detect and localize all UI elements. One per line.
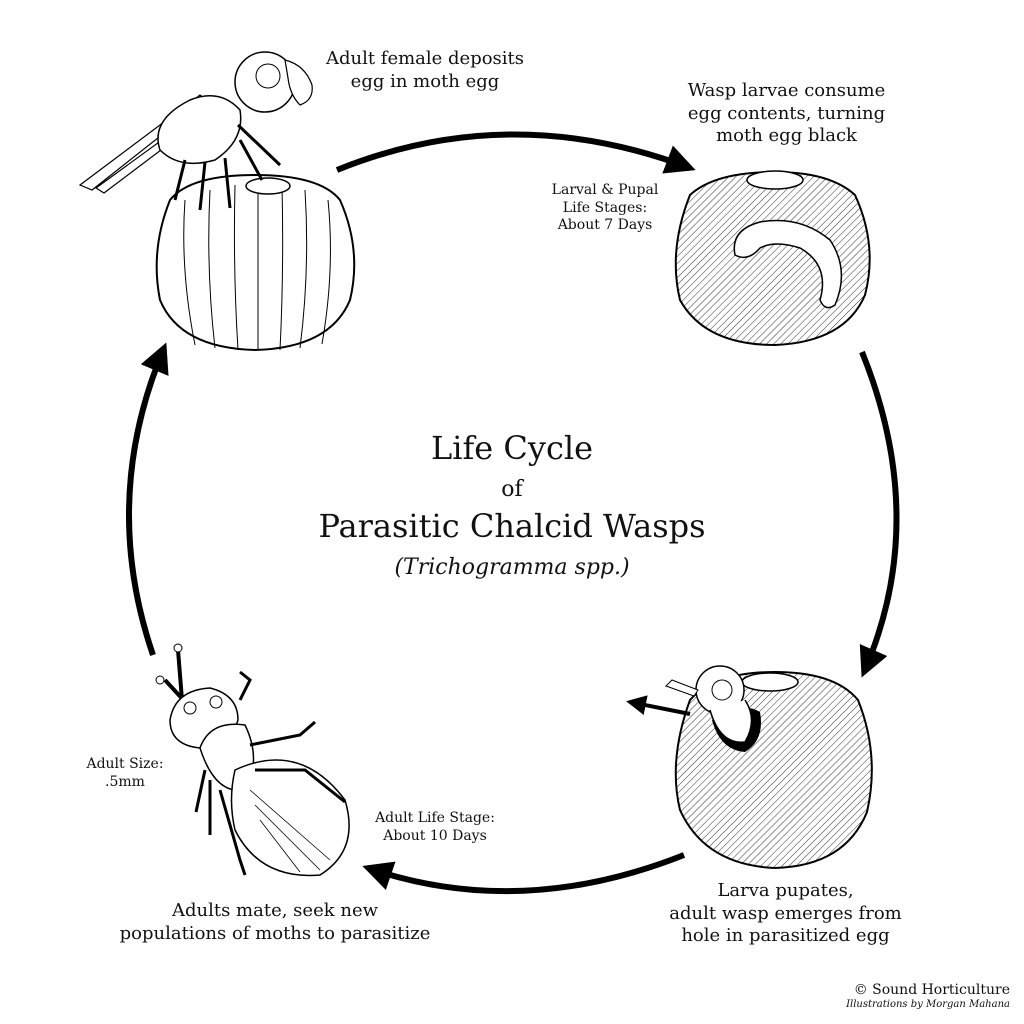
adult-size-note: Adult Size: .5mm	[86, 756, 164, 790]
cycle-arrow-right	[859, 350, 900, 678]
wasp-emerging-from-egg	[665, 665, 873, 870]
diagram-title: Life Cycle	[430, 429, 594, 467]
stage-label-oviposition: Adult female deposits egg in moth egg	[325, 48, 525, 92]
diagram-species: (Trichogramma spp.)	[394, 555, 630, 580]
diagram-subject: Parasitic Chalcid Wasps	[318, 507, 706, 545]
wasp-wings	[230, 759, 350, 877]
moth-egg-white	[155, 173, 356, 352]
adult-wasp-on-moth-egg	[78, 51, 356, 352]
diagram-title-of: of	[501, 477, 523, 502]
exit-arrow	[626, 695, 691, 716]
wasp-depositing-egg	[78, 51, 313, 211]
illustrator-credit: Illustrations by Morgan Mahana	[846, 999, 1010, 1010]
adult-wasp-top-view	[155, 643, 350, 877]
copyright-credit: © Sound Horticulture	[853, 982, 1010, 998]
cycle-arrow-left	[126, 342, 169, 656]
cycle-arrow-top	[335, 131, 696, 174]
larva-in-blackened-moth-egg	[674, 170, 871, 347]
stage-label-adults-mate: Adults mate, seek new populations of mot…	[119, 900, 431, 944]
duration-larval-pupal: Larval & Pupal Life Stages: About 7 Days	[551, 182, 659, 233]
moth-egg-blackened	[674, 170, 871, 347]
stage-label-larvae-consume: Wasp larvae consume egg contents, turnin…	[687, 80, 886, 146]
cycle-arrow-bottom	[362, 852, 686, 895]
stage-label-emergence: Larva pupates, adult wasp emerges from h…	[669, 880, 902, 946]
duration-adult-life: Adult Life Stage: About 10 Days	[375, 810, 495, 844]
larva	[733, 219, 843, 309]
